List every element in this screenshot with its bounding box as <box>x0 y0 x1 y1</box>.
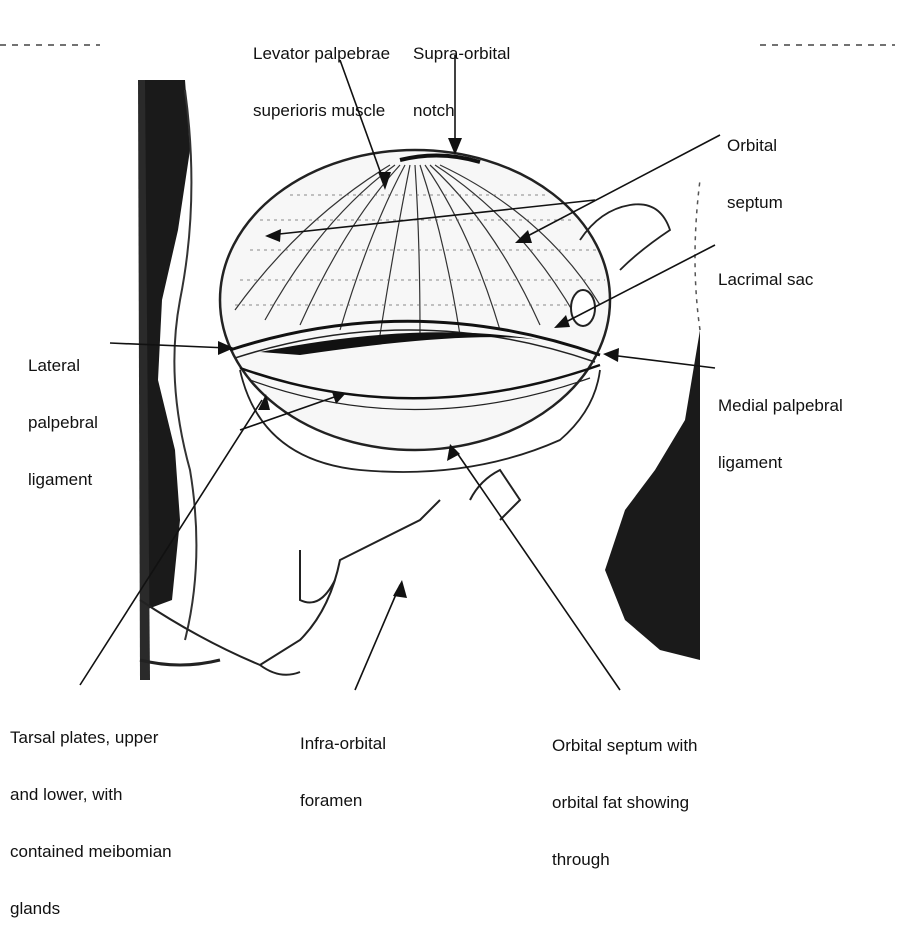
label-septum-fat-line3: through <box>552 850 698 869</box>
leader-infraorbital <box>355 585 400 690</box>
label-lateral-line3: ligament <box>28 470 98 489</box>
leader-septum-fat <box>455 450 620 690</box>
label-medial-line1: Medial palpebral <box>718 396 843 415</box>
label-supraorbital: Supra-orbital notch <box>413 6 510 139</box>
label-lateral-line2: palpebral <box>28 413 98 432</box>
label-levator-line1: Levator palpebrae <box>253 44 390 63</box>
label-supraorbital-line2: notch <box>413 101 510 120</box>
label-orbital-septum-line2: septum <box>727 193 783 212</box>
label-tarsal-line4: glands <box>10 899 172 918</box>
label-levator-line2: superioris muscle <box>253 101 390 120</box>
label-infraorbital-line2: foramen <box>300 791 386 810</box>
label-tarsal-line2: and lower, with <box>10 785 172 804</box>
leader-lateral <box>110 343 228 348</box>
label-septum-fat: Orbital septum with orbital fat showing … <box>552 698 698 888</box>
label-lateral: Lateral palpebral ligament <box>28 318 98 508</box>
label-infraorbital: Infra-orbital foramen <box>300 696 386 829</box>
label-septum-fat-line1: Orbital septum with <box>552 736 698 755</box>
label-medial-line2: ligament <box>718 453 843 472</box>
label-medial: Medial palpebral ligament <box>718 358 843 491</box>
label-infraorbital-line1: Infra-orbital <box>300 734 386 753</box>
label-lacrimal-line1: Lacrimal sac <box>718 270 813 289</box>
label-tarsal-line1: Tarsal plates, upper <box>10 728 172 747</box>
label-tarsal-line3: contained meibomian <box>10 842 172 861</box>
label-tarsal: Tarsal plates, upper and lower, with con… <box>10 690 172 937</box>
label-levator: Levator palpebrae superioris muscle <box>253 6 390 139</box>
label-lateral-line1: Lateral <box>28 356 98 375</box>
label-supraorbital-line1: Supra-orbital <box>413 44 510 63</box>
left-face-edge <box>138 80 196 680</box>
label-lacrimal: Lacrimal sac <box>718 232 813 308</box>
label-orbital-septum: Orbital septum <box>727 98 783 231</box>
leader-orbital-septum <box>520 135 720 240</box>
right-nose-shadow <box>605 180 700 660</box>
orbit-globe <box>220 150 670 472</box>
label-orbital-septum-line1: Orbital <box>727 136 783 155</box>
